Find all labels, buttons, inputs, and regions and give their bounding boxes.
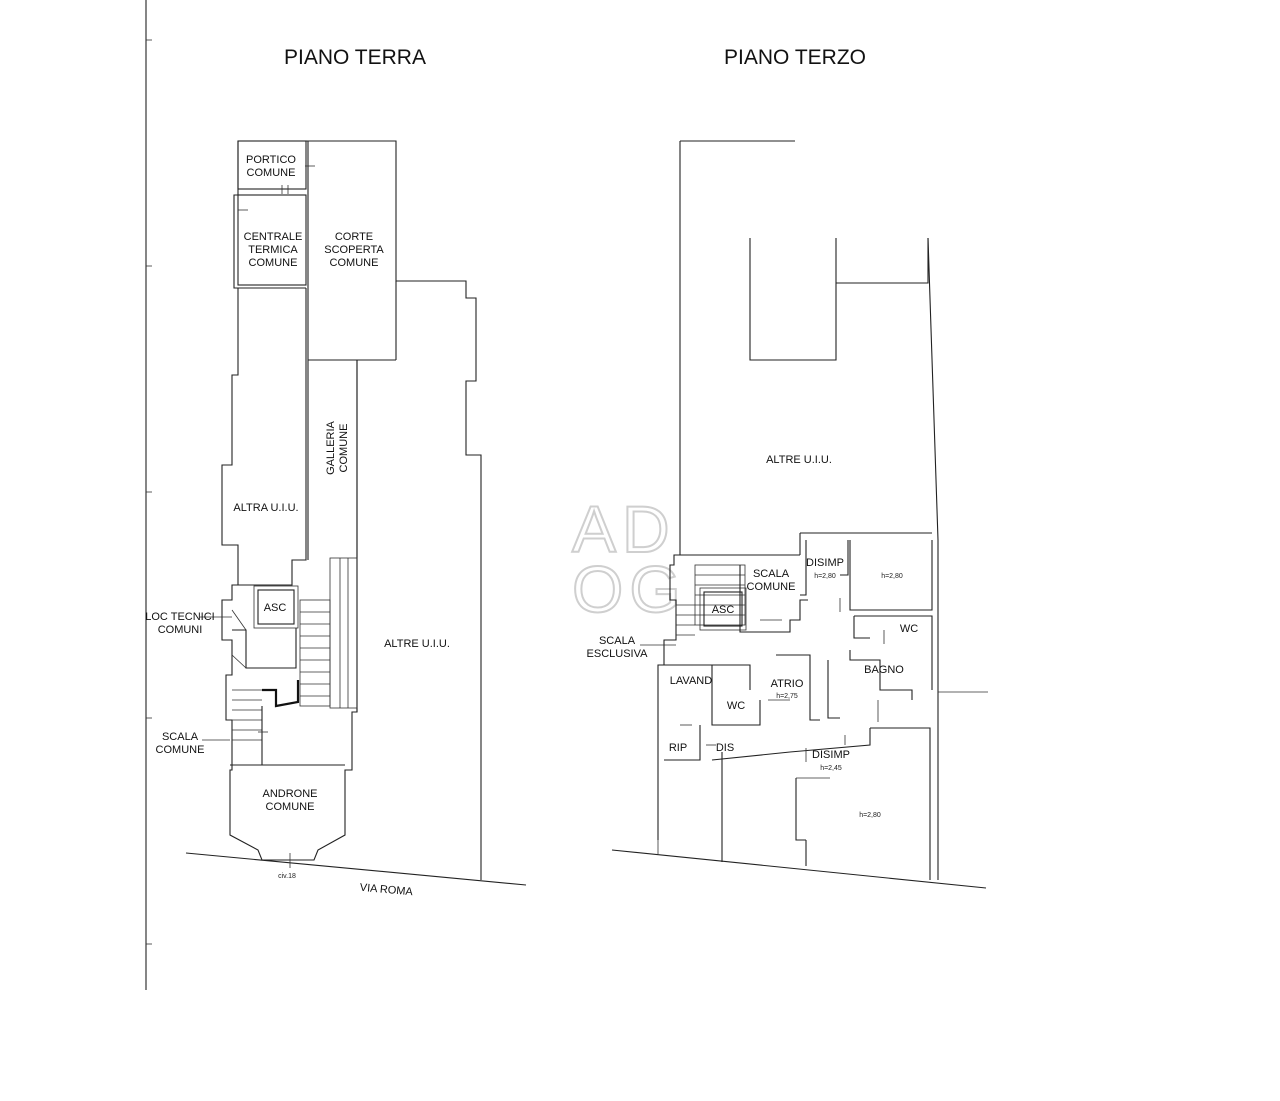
room-label-lavand: LAVAND [670, 675, 712, 687]
room-label-galleria: GALLERIA [325, 420, 337, 474]
room-label-asc-terzo: ASC [712, 604, 735, 616]
room-label-scoperta: SCOPERTA [324, 244, 384, 256]
plan-piano-terzo: PIANO TERZO [587, 46, 988, 889]
room-label-asc-terra: ASC [264, 602, 287, 614]
room-label-corte: CORTE [335, 231, 373, 243]
room-label-termica: TERMICA [248, 244, 298, 256]
room-label-rip: RIP [669, 742, 687, 754]
height-room-bottom: h=2,80 [859, 812, 881, 819]
room-label-disimp-top: DISIMP [806, 557, 844, 569]
room-label-scala-comune-terzo: COMUNE [747, 581, 796, 593]
room-label-centrale-comune: COMUNE [249, 257, 298, 269]
room-label-bagno: BAGNO [864, 664, 904, 676]
street-name: VIA ROMA [359, 882, 414, 899]
room-label-androne-comune: COMUNE [266, 801, 315, 813]
watermark-line-2: OG [572, 552, 687, 626]
room-label-altre-uiu-terra: ALTRE U.I.U. [384, 638, 450, 650]
plan-title-piano-terzo: PIANO TERZO [724, 46, 866, 69]
room-label-loc-comuni: COMUNI [158, 624, 203, 636]
room-label-wc-right: WC [900, 623, 918, 635]
height-disimp-top: h=2,80 [814, 573, 836, 580]
room-label-wc-left: WC [727, 700, 745, 712]
room-label-scala-esclusiva-1: SCALA [599, 635, 636, 647]
room-label-corte-comune: COMUNE [330, 257, 379, 269]
room-label-scala-terra: SCALA [162, 731, 199, 743]
room-label-scala-terzo: SCALA [753, 568, 790, 580]
room-label-altra-uiu: ALTRA U.I.U. [233, 502, 298, 514]
height-room-top: h=2,80 [881, 573, 903, 580]
height-disimp-bottom: h=2,45 [820, 765, 842, 772]
room-label-galleria-comune: COMUNE [338, 424, 350, 473]
room-label-scala-esclusiva-2: ESCLUSIVA [587, 648, 649, 660]
plan-piano-terra: PIANO TERRA [145, 46, 527, 899]
room-label-altre-uiu-terzo: ALTRE U.I.U. [766, 454, 832, 466]
plan-title-piano-terra: PIANO TERRA [284, 46, 426, 69]
height-atrio: h=2,75 [776, 693, 798, 700]
civic-number: civ.18 [278, 873, 296, 880]
room-label-loc-tecnici: LOC TECNICI [145, 611, 214, 623]
room-label-disimp-bottom: DISIMP [812, 749, 850, 761]
sheet-margin-line [145, 0, 152, 990]
room-label-scala-comune-terra: COMUNE [156, 744, 205, 756]
room-label-dis: DIS [716, 742, 734, 754]
room-label-portico: PORTICO [246, 154, 296, 166]
room-label-atrio: ATRIO [771, 678, 804, 690]
watermark-logo: AD OG [571, 491, 687, 627]
room-label-androne: ANDRONE [262, 788, 317, 800]
watermark-line-1: AD [572, 492, 676, 566]
room-label-portico-comune: COMUNE [247, 167, 296, 179]
room-label-centrale: CENTRALE [244, 231, 303, 243]
